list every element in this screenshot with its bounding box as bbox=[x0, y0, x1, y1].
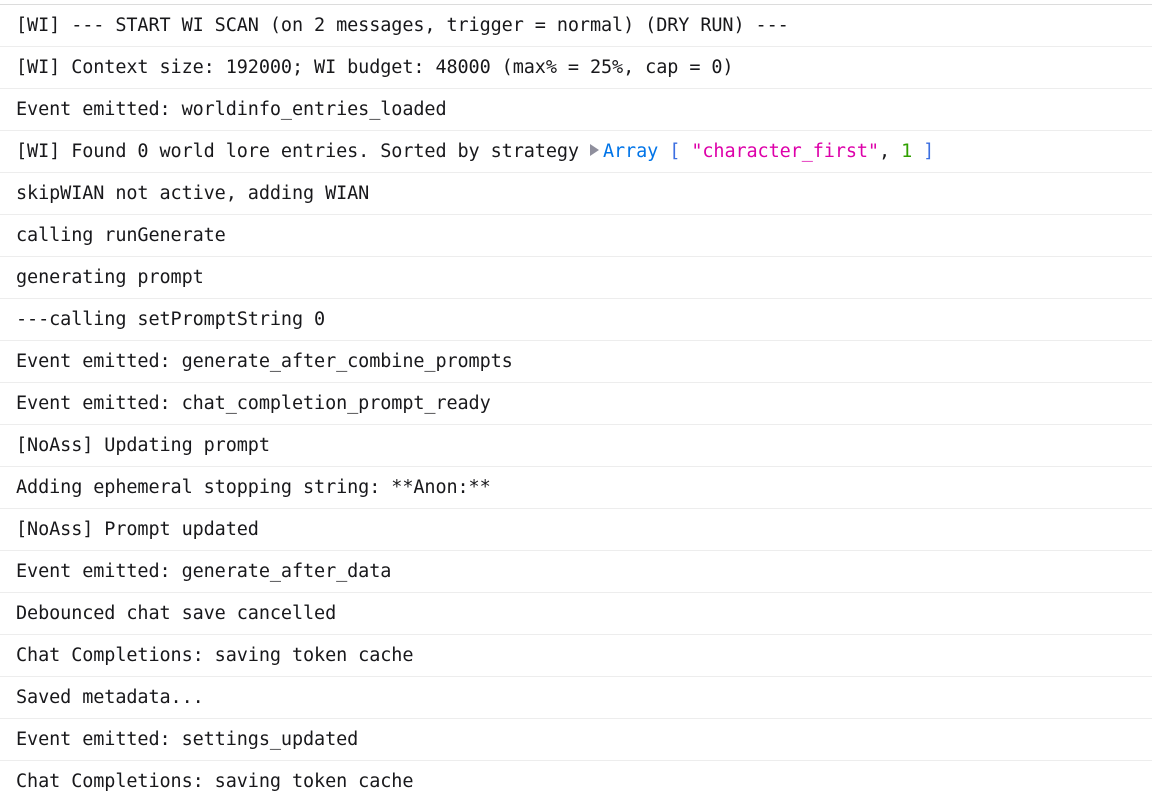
console-log-row[interactable]: Event emitted: generate_after_combine_pr… bbox=[0, 341, 1152, 383]
log-message-text: Event emitted: settings_updated bbox=[16, 729, 359, 750]
console-log-row[interactable]: Chat Completions: saving token cache bbox=[0, 635, 1152, 677]
array-item-separator: , bbox=[878, 141, 902, 162]
log-message-text: Event emitted: generate_after_data bbox=[16, 561, 392, 582]
log-message-text: [NoAss] Updating prompt bbox=[16, 435, 270, 456]
log-message-text: Chat Completions: saving token cache bbox=[16, 645, 414, 666]
chevron-right-icon[interactable] bbox=[589, 144, 599, 156]
console-log-row[interactable]: Event emitted: worldinfo_entries_loaded bbox=[0, 89, 1152, 131]
log-message-text: Event emitted: generate_after_combine_pr… bbox=[16, 351, 513, 372]
log-message-text: generating prompt bbox=[16, 267, 204, 288]
console-log-row[interactable]: Event emitted: generate_after_data bbox=[0, 551, 1152, 593]
log-message-text: [WI] Context size: 192000; WI budget: 48… bbox=[16, 57, 734, 78]
log-message-text: [NoAss] Prompt updated bbox=[16, 519, 259, 540]
console-log-row[interactable]: calling runGenerate bbox=[0, 215, 1152, 257]
console-top-divider bbox=[0, 0, 1152, 5]
array-close-bracket: ] bbox=[923, 141, 935, 162]
console-log-row[interactable]: ---calling setPromptString 0 bbox=[0, 299, 1152, 341]
console-log-list[interactable]: [WI] --- START WI SCAN (on 2 messages, t… bbox=[0, 5, 1152, 802]
log-message-text: Adding ephemeral stopping string: **Anon… bbox=[16, 477, 491, 498]
log-message-text: [WI] Found 0 world lore entries. Sorted … bbox=[16, 141, 579, 162]
console-log-row[interactable]: [NoAss] Prompt updated bbox=[0, 509, 1152, 551]
log-message-text: [WI] --- START WI SCAN (on 2 messages, t… bbox=[16, 15, 789, 36]
log-message-text: skipWIAN not active, adding WIAN bbox=[16, 183, 370, 204]
log-message-text: Debounced chat save cancelled bbox=[16, 603, 337, 624]
log-message-text: ---calling setPromptString 0 bbox=[16, 309, 326, 330]
log-message-text: calling runGenerate bbox=[16, 225, 226, 246]
array-open-bracket: [ bbox=[669, 141, 681, 162]
object-class-name[interactable]: Array bbox=[602, 141, 659, 162]
console-log-row[interactable]: Chat Completions: saving token cache bbox=[0, 761, 1152, 802]
array-item-number: 1 bbox=[901, 141, 913, 162]
console-log-row[interactable]: generating prompt bbox=[0, 257, 1152, 299]
console-log-row[interactable]: Debounced chat save cancelled bbox=[0, 593, 1152, 635]
log-message-text: Chat Completions: saving token cache bbox=[16, 771, 414, 792]
array-item-string: "character_first" bbox=[691, 141, 879, 162]
console-log-row[interactable]: [NoAss] Updating prompt bbox=[0, 425, 1152, 467]
console-log-row[interactable]: [WI] Found 0 world lore entries. Sorted … bbox=[0, 131, 1152, 173]
log-message-text: Event emitted: chat_completion_prompt_re… bbox=[16, 393, 491, 414]
console-log-row[interactable]: Saved metadata... bbox=[0, 677, 1152, 719]
console-log-row[interactable]: skipWIAN not active, adding WIAN bbox=[0, 173, 1152, 215]
console-log-row[interactable]: [WI] --- START WI SCAN (on 2 messages, t… bbox=[0, 5, 1152, 47]
console-log-row[interactable]: Adding ephemeral stopping string: **Anon… bbox=[0, 467, 1152, 509]
log-message-text: Saved metadata... bbox=[16, 687, 204, 708]
log-message-text: Event emitted: worldinfo_entries_loaded bbox=[16, 99, 447, 120]
console-log-row[interactable]: [WI] Context size: 192000; WI budget: 48… bbox=[0, 47, 1152, 89]
console-log-row[interactable]: Event emitted: chat_completion_prompt_re… bbox=[0, 383, 1152, 425]
array-object-preview[interactable]: Array [ "character_first", 1 ] bbox=[579, 141, 934, 162]
console-log-row[interactable]: Event emitted: settings_updated bbox=[0, 719, 1152, 761]
